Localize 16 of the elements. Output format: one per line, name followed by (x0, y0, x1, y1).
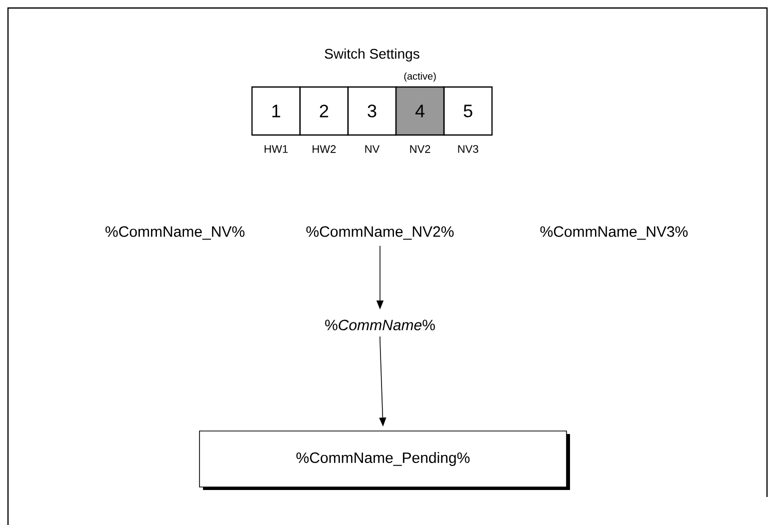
switch-label: HW2 (312, 145, 336, 153)
variable-text: %CommName% (325, 320, 435, 330)
title: Switch Settings (324, 48, 420, 62)
switch-label: HW1 (264, 145, 288, 153)
switch-label: NV2 (410, 145, 430, 153)
switch-cell: 1 (251, 86, 301, 136)
switch-label: NV3 (458, 145, 478, 153)
switch-label: NV (365, 145, 380, 153)
variable-text: %CommName_NV3% (540, 226, 688, 240)
variable-text: %CommName_NV% (106, 226, 244, 240)
switch-cell: 5 (443, 86, 493, 136)
output-box: %CommName_Pending% (199, 430, 570, 490)
status-note: (active) (404, 72, 436, 82)
switch-cell: 2 (299, 86, 349, 136)
variable-text: %CommName_NV2% (306, 226, 454, 240)
switch-cell: 4 (395, 86, 445, 136)
